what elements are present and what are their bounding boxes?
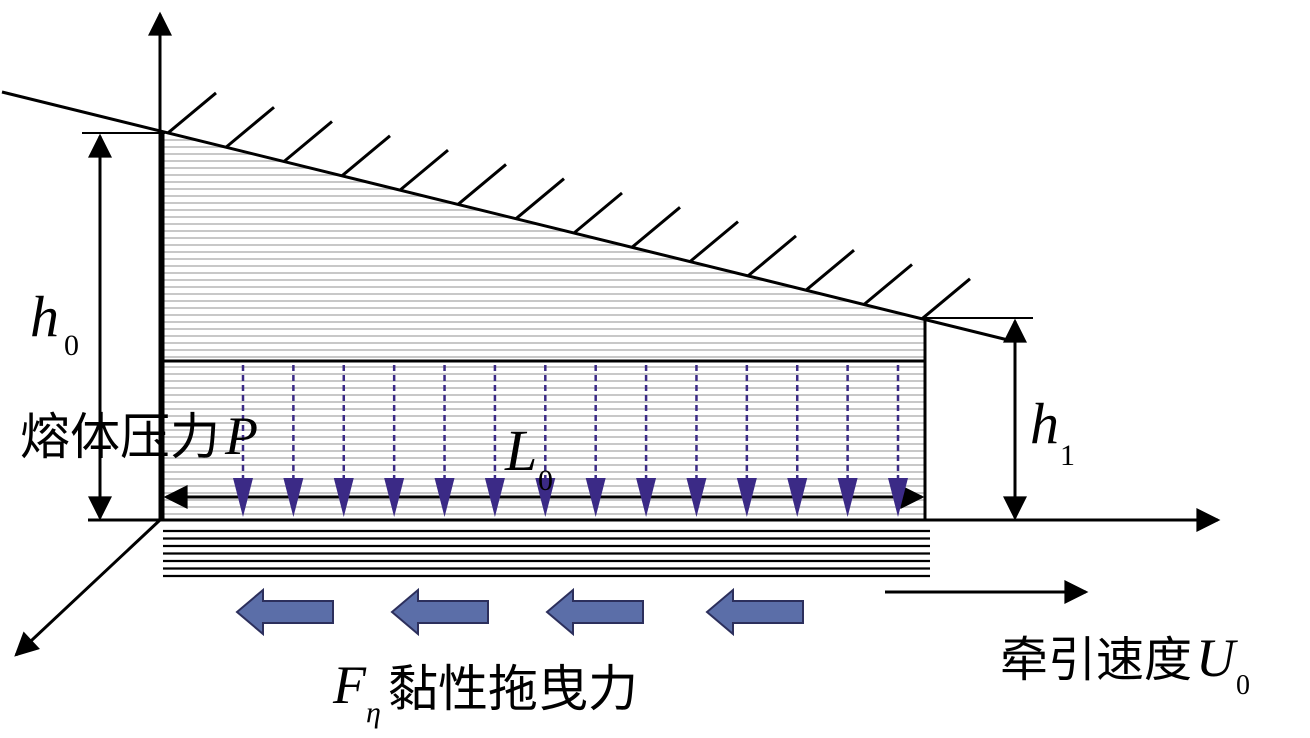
h0-subscript: 0 — [64, 329, 79, 362]
drag-block-arrow — [235, 587, 334, 637]
L0-subscript: 0 — [538, 464, 553, 497]
h0-label: h — [30, 284, 59, 349]
pressure-arrowhead — [283, 478, 304, 517]
wall-hatch — [167, 91, 971, 320]
z-axis — [14, 518, 162, 657]
pressure-arrowhead — [837, 478, 858, 517]
wall-hatch-tick — [341, 134, 391, 177]
traction-speed-symbol: U — [1196, 628, 1238, 688]
pressure-arrowhead — [686, 478, 707, 517]
pressure-arrowhead — [585, 478, 606, 517]
pressure-arrowhead — [535, 478, 556, 517]
drag-block-arrow — [390, 587, 489, 637]
traction-speed-label: 牵引速度 — [1000, 632, 1192, 688]
drag-force-subscript: η — [366, 696, 381, 729]
traction-speed-subscript: 0 — [1236, 670, 1250, 701]
melt-hatch-upper — [163, 139, 925, 358]
wall-hatch-tick — [805, 249, 855, 292]
pressure-arrowhead — [484, 478, 505, 517]
pressure-arrowhead — [636, 478, 657, 517]
pressure-arrowhead — [233, 478, 253, 517]
pressure-arrowhead — [434, 478, 455, 517]
wall-hatch-tick — [573, 191, 623, 235]
wall-hatch-tick — [167, 91, 217, 135]
drag-force-label: 黏性拖曳力 — [388, 660, 638, 718]
melt-pressure-label: 熔体压力 — [20, 408, 220, 466]
wall-hatch-tick — [283, 120, 333, 163]
pressure-arrowhead — [333, 478, 354, 517]
drag-block-arrow — [545, 587, 644, 637]
wall-hatch-tick — [225, 106, 275, 149]
wall-hatch-tick — [863, 263, 913, 306]
sloped-wall — [1, 90, 1009, 342]
wall-hatch-tick — [689, 220, 739, 263]
wall-hatch-tick — [399, 148, 449, 192]
pressure-arrows — [233, 365, 908, 517]
drag-force-symbol: F — [332, 655, 367, 715]
h1-label: h — [1030, 391, 1059, 456]
h1-subscript: 1 — [1060, 439, 1075, 472]
wall-hatch-tick — [921, 277, 971, 320]
wall-hatch-tick — [457, 163, 507, 206]
wall-hatch-tick — [631, 206, 681, 249]
pressure-arrowhead — [384, 478, 405, 517]
drag-block-arrow — [705, 587, 804, 637]
pressure-arrowhead — [736, 478, 757, 517]
pressure-arrowhead — [888, 478, 908, 517]
wall-hatch-tick — [515, 177, 565, 220]
viscous-drag-arrows — [235, 587, 804, 637]
pressure-arrowhead — [787, 478, 808, 517]
melt-pressure-symbol: P — [224, 406, 258, 466]
wall-hatch-tick — [747, 234, 797, 278]
L0-label: L — [504, 418, 537, 483]
traction-belt — [163, 529, 930, 578]
